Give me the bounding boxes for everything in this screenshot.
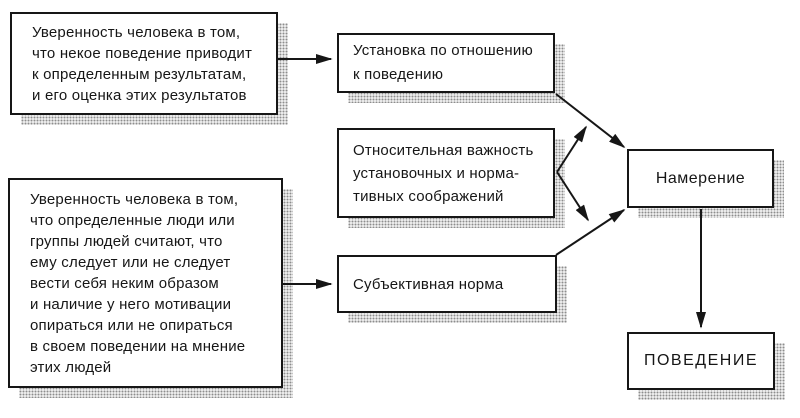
box-normative-beliefs: Уверенность человека в том, что определе… [8, 178, 293, 398]
box-intention: Намерение [627, 149, 784, 218]
box-text-line: к определенным результатам, [32, 65, 247, 83]
box-text-line: что некое поведение приводит [32, 44, 253, 62]
box-text-line: в своем поведении на мнение [30, 337, 246, 355]
box-text-line: ему следует или не следует [30, 253, 231, 271]
box-text-line: группы людей считают, что [30, 232, 223, 250]
box-text-line: Относительная важность [353, 141, 534, 159]
box-relative-importance: Относительная важность установочных и но… [337, 128, 565, 228]
box-text-line: Субъективная норма [353, 275, 504, 293]
box-attitude: Установка по отношению к поведению [337, 33, 565, 103]
box-text-line: Уверенность человека в том, [30, 190, 239, 208]
box-text-line: ПОВЕДЕНИЕ [643, 352, 759, 369]
box-text-line: установочных и норма- [353, 164, 520, 182]
box-text-line: что определенные люди или [30, 211, 235, 229]
box-text-line: вести себя неким образом [30, 274, 219, 292]
box-behavioral-beliefs: Уверенность человека в том, что некое по… [10, 12, 288, 125]
box-text-line: к поведению [353, 66, 444, 83]
box-text-line: Установка по отношению [353, 42, 533, 59]
box-subjective-norm: Субъективная норма [337, 255, 567, 323]
box-text-line: опираться или не опираться [30, 316, 233, 334]
arrow-attitude-to-intention [555, 93, 626, 149]
box-text-line: тивных соображений [353, 187, 504, 205]
box-text-line: Уверенность человека в том, [32, 23, 241, 41]
box-text-line: и его оценка этих результатов [32, 86, 247, 104]
arrow-subjnorm-to-intention [555, 209, 626, 256]
box-text-line: Намерение [655, 169, 746, 187]
box-text-line: этих людей [30, 358, 112, 376]
box-text-line: и наличие у него мотивации [30, 295, 232, 313]
box-behavior: ПОВЕДЕНИЕ [627, 332, 785, 400]
